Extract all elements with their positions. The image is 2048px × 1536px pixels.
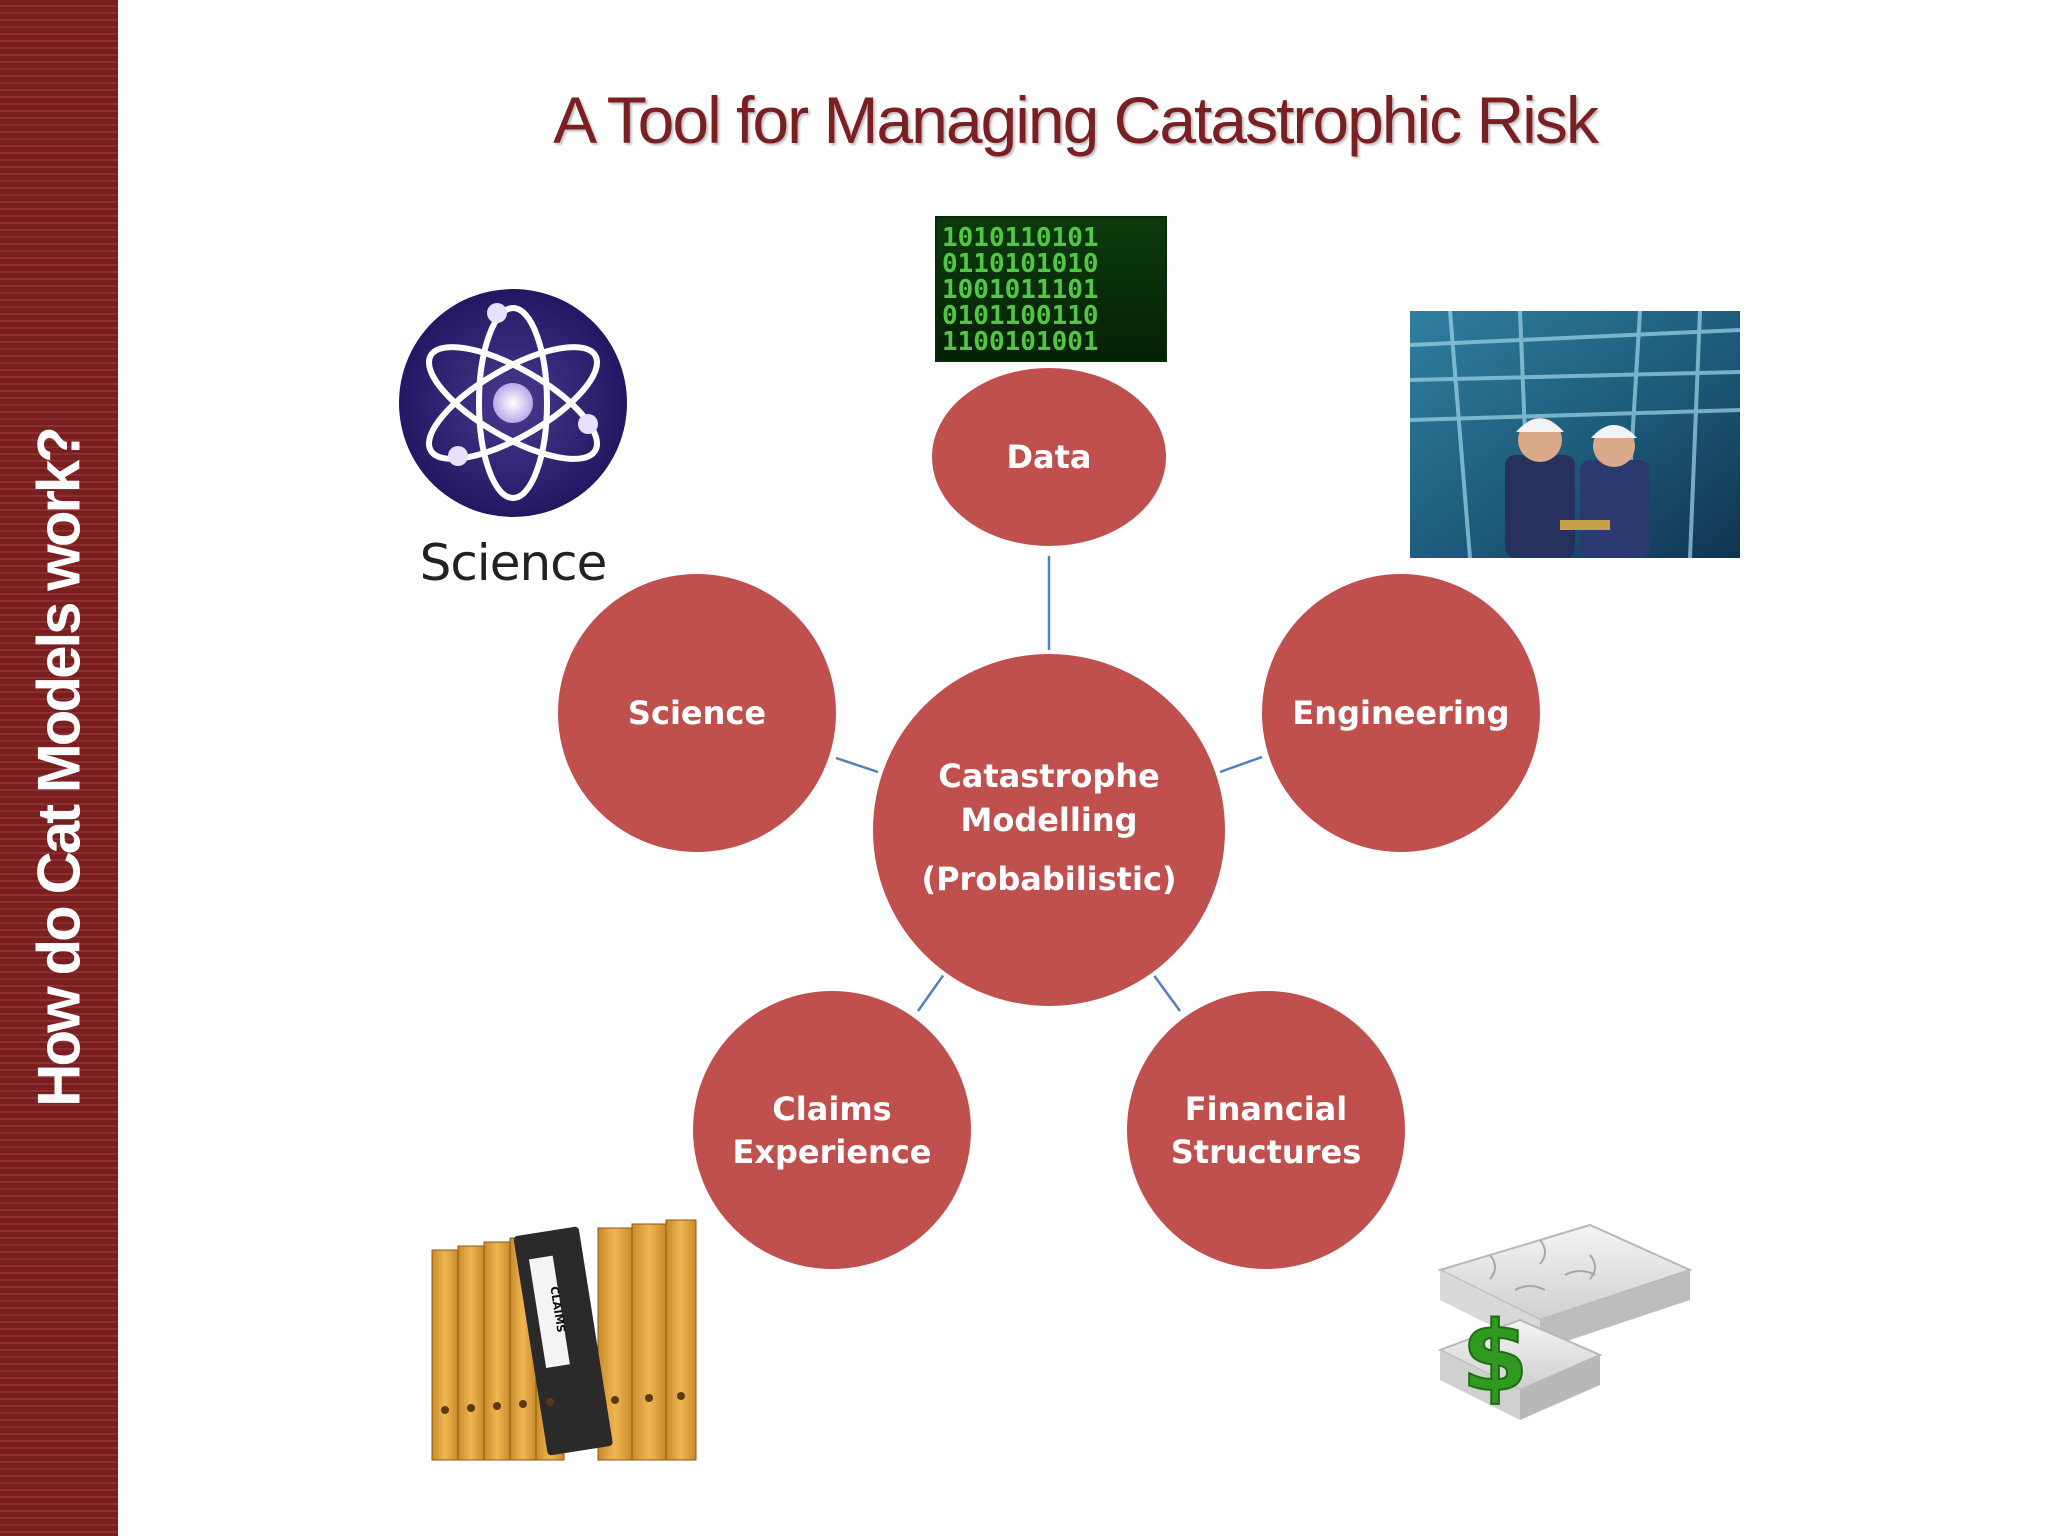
- svg-text:0101100110: 0101100110: [942, 301, 1099, 331]
- sidebar: How do Cat Models work?: [0, 0, 118, 1536]
- node-center: Catastrophe Modelling (Probabilistic): [869, 650, 1229, 1010]
- node-claims-label-line2: Experience: [732, 1133, 931, 1171]
- science-logo: Science: [399, 289, 627, 592]
- svg-text:1100101001: 1100101001: [942, 327, 1099, 357]
- node-claims: Claims Experience: [689, 987, 975, 1273]
- engineers-photo: [1409, 310, 1741, 559]
- connector-engineering: [1219, 755, 1263, 774]
- center-label-line3: (Probabilistic): [921, 860, 1176, 898]
- dollar-icon: $: [1462, 1301, 1529, 1413]
- connector-science: [835, 756, 879, 774]
- puzzle-dollar-image: $: [1437, 1223, 1693, 1420]
- binders-image: CLAIMS: [431, 1219, 697, 1461]
- node-financial: Financial Structures: [1123, 987, 1409, 1273]
- node-claims-label-line1: Claims: [772, 1090, 891, 1128]
- connectors: [835, 556, 1263, 1012]
- connector-claims: [916, 969, 949, 1012]
- node-science: Science: [554, 570, 840, 856]
- node-engineering-label: Engineering: [1292, 694, 1509, 732]
- center-label-line1: Catastrophe: [938, 757, 1159, 795]
- node-engineering: Engineering: [1258, 570, 1544, 856]
- svg-text:0110101010: 0110101010: [942, 249, 1099, 279]
- node-financial-label-line1: Financial: [1185, 1090, 1347, 1128]
- node-data: Data: [928, 364, 1170, 550]
- center-label-line2: Modelling: [960, 801, 1137, 839]
- claims-binder: CLAIMS: [513, 1226, 613, 1456]
- svg-text:1010110101: 1010110101: [942, 223, 1099, 253]
- node-financial-label-line2: Structures: [1171, 1133, 1361, 1171]
- connector-financial: [1148, 969, 1182, 1012]
- node-data-label: Data: [1006, 438, 1091, 476]
- binary-code-image: 1010110101 0110101010 1001011101 0101100…: [935, 216, 1167, 362]
- science-logo-caption: Science: [420, 534, 607, 592]
- svg-text:1001011101: 1001011101: [942, 275, 1099, 305]
- atom-icon: [399, 289, 627, 517]
- slide-title: A Tool for Managing Catastrophic Risk: [553, 83, 1599, 157]
- node-science-label: Science: [628, 694, 766, 732]
